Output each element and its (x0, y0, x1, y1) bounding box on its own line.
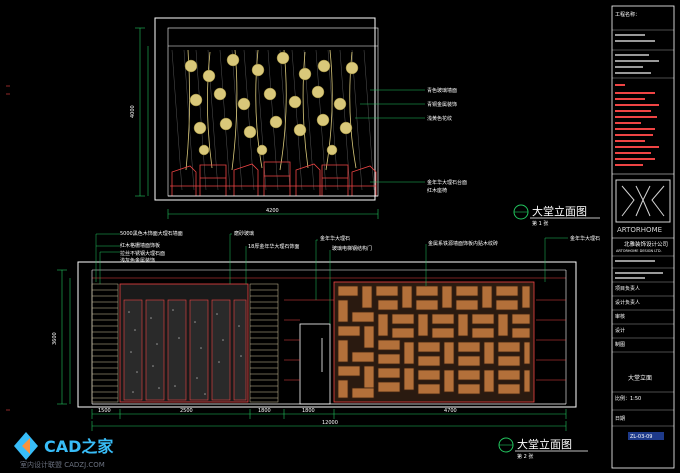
sheet-number-box (628, 432, 664, 440)
lower-annotation-1: 5000黑色木饰面大理石墙面 (120, 230, 183, 237)
upper-annotation-2: 青铜金属装饰 (427, 101, 457, 108)
upper-title-sub: 第 1 张 (532, 220, 548, 227)
field-5: 制图 (615, 341, 625, 348)
cad-home-watermark: CAD之家 室内设计联盟 CADZJ.COM (14, 432, 114, 469)
dim-label-4: 1800 (302, 408, 315, 414)
upper-annotation-4: 金年华大理石台面 (427, 179, 467, 186)
company-name-cn: 北雅装饰设计公司 (624, 240, 668, 248)
lower-annotation-2: 红木格栅墙面饰板 (120, 242, 160, 249)
field-2: 设计负责人 (615, 299, 640, 306)
watermark-sub: 室内设计联盟 CADZJ.COM (20, 460, 105, 469)
lower-frame-outer (77, 261, 577, 408)
company-logo (615, 179, 671, 223)
lower-annotation-8: 玻璃电梯钢结构门 (332, 245, 372, 252)
lower-elevation: 3600 1500 2500 1800 1800 4700 12000 (52, 230, 600, 460)
title-block: 工程名称： ARTORHOME 北雅装饰设计公司 ART (611, 5, 675, 469)
upper-height-label: 4000 (130, 105, 136, 118)
wood-lattice-wall (333, 281, 535, 403)
upper-elevation: 4000 4200 青色玻璃墙面 青铜金属装饰 浅黄色花纹 金年华大理石台面 红… (130, 17, 600, 227)
upper-annotation-1: 青色玻璃墙面 (427, 87, 457, 94)
field-6: 比例：1:50 (615, 395, 641, 402)
upper-title: 大堂立面图 (532, 204, 587, 218)
lower-height-label: 3600 (52, 332, 58, 345)
edge-marks (6, 85, 10, 411)
drawing-title: 大堂立面 (628, 374, 652, 382)
logo-text: ARTORHOME (617, 226, 662, 234)
dim-label-total: 12000 (322, 420, 338, 426)
field-4: 设计 (615, 327, 625, 334)
lower-annotation-10: 金年华大理石 (570, 235, 600, 242)
field-1: 项目负责人 (615, 285, 640, 292)
dim-label-2: 2500 (180, 408, 193, 414)
dim-label-5: 4700 (444, 408, 457, 414)
field-7: 日期 (615, 416, 625, 422)
company-name-en: ARTORHOME DESIGN LTD. (616, 249, 662, 253)
upper-height-dimension (135, 27, 149, 197)
upper-leaders (355, 89, 425, 183)
lower-width-dimensions (91, 409, 567, 431)
red-notes (615, 84, 659, 166)
watermark-brand: CAD之家 (44, 437, 114, 456)
left-louver-panel (91, 283, 119, 403)
lower-leaders (95, 233, 568, 324)
gold-medallions (184, 51, 359, 156)
lower-annotation-9: 金属系铁源墙面饰板内贴木纹砖 (428, 240, 498, 247)
elevator-door (299, 323, 331, 405)
lower-annotation-4: 浅灰色金属装饰 (120, 257, 155, 264)
upper-width-dimension (167, 209, 379, 219)
sheet-number: ZL-03-09 (630, 434, 652, 440)
upper-frame-outer (154, 17, 376, 201)
lower-height-dimension (57, 269, 71, 405)
marble-panels (119, 283, 249, 403)
field-3: 审核 (615, 313, 625, 320)
lower-title-sub: 第 2 张 (517, 453, 533, 460)
lower-title: 大堂立面图 (517, 437, 572, 451)
upper-width-label: 4200 (266, 208, 279, 214)
lower-annotation-7: 金年华大理石 (320, 235, 350, 242)
dim-label-1: 1500 (98, 408, 111, 414)
lower-annotation-6: 18厚金年华大理石饰面 (248, 243, 299, 250)
right-louver-panel (249, 283, 279, 403)
upper-annotation-3: 浅黄色花纹 (427, 115, 452, 122)
lower-annotation-3: 拉丝不锈钢大理石面 (120, 250, 165, 257)
project-label: 工程名称： (615, 11, 640, 18)
right-marble-wall (536, 299, 566, 381)
upper-annotation-5: 红木座椅 (427, 187, 447, 194)
upper-frame-inner (167, 27, 379, 197)
dim-label-3: 1800 (258, 408, 271, 414)
redwood-chairs (170, 161, 377, 196)
lower-annotation-5: 磨砂玻璃 (234, 230, 254, 237)
middle-wall-lines (284, 299, 334, 381)
